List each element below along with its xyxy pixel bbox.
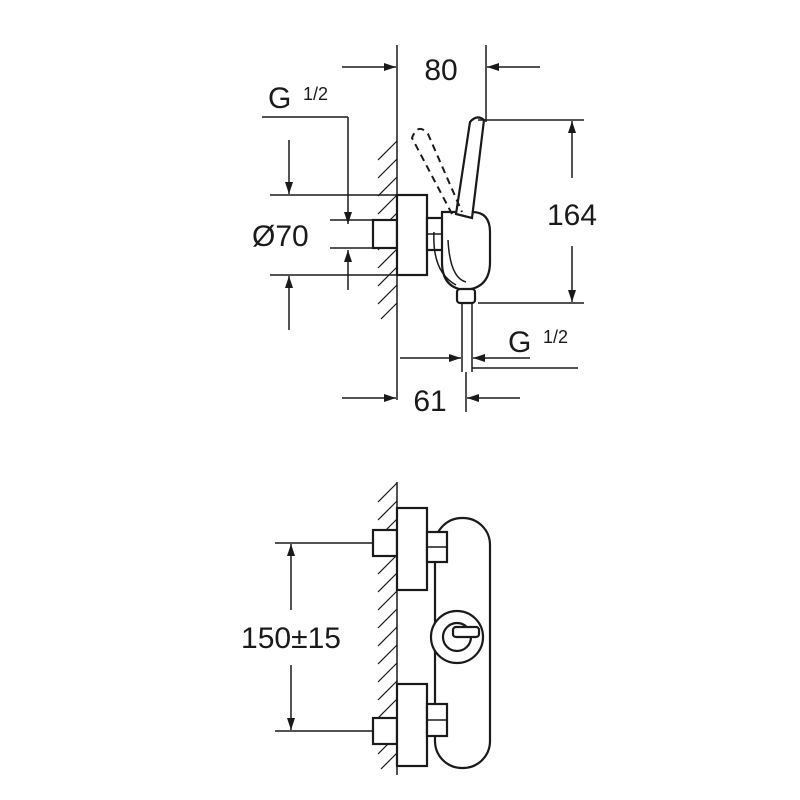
rosette-upper	[395, 506, 429, 592]
thread-top-label: G	[268, 82, 291, 115]
wall-pipe-stub-upper	[371, 528, 399, 558]
lever-handle-alt-position	[410, 127, 463, 215]
dim-150-label: 150±15	[241, 622, 341, 655]
outlet-nut	[455, 287, 477, 305]
thread-bottom-fraction: 1/2	[543, 327, 568, 347]
dim-164-label: 164	[547, 199, 597, 232]
thread-bottom-label: G	[508, 326, 531, 359]
wall-pipe-stub-lower	[371, 716, 399, 746]
dim-70-label: Ø70	[252, 220, 309, 253]
rosette-block	[395, 193, 429, 277]
dim-61-label: 61	[413, 385, 446, 418]
thread-top-fraction: 1/2	[303, 84, 328, 104]
lever-handle	[454, 116, 486, 220]
wall-pipe-stub	[371, 218, 399, 250]
dim-80-label: 80	[424, 54, 457, 87]
side-view: 80 164 G 1/2 Ø70 G 1/2 61	[252, 45, 597, 418]
front-view: 150±15	[241, 482, 492, 775]
rosette-lower	[395, 682, 429, 768]
